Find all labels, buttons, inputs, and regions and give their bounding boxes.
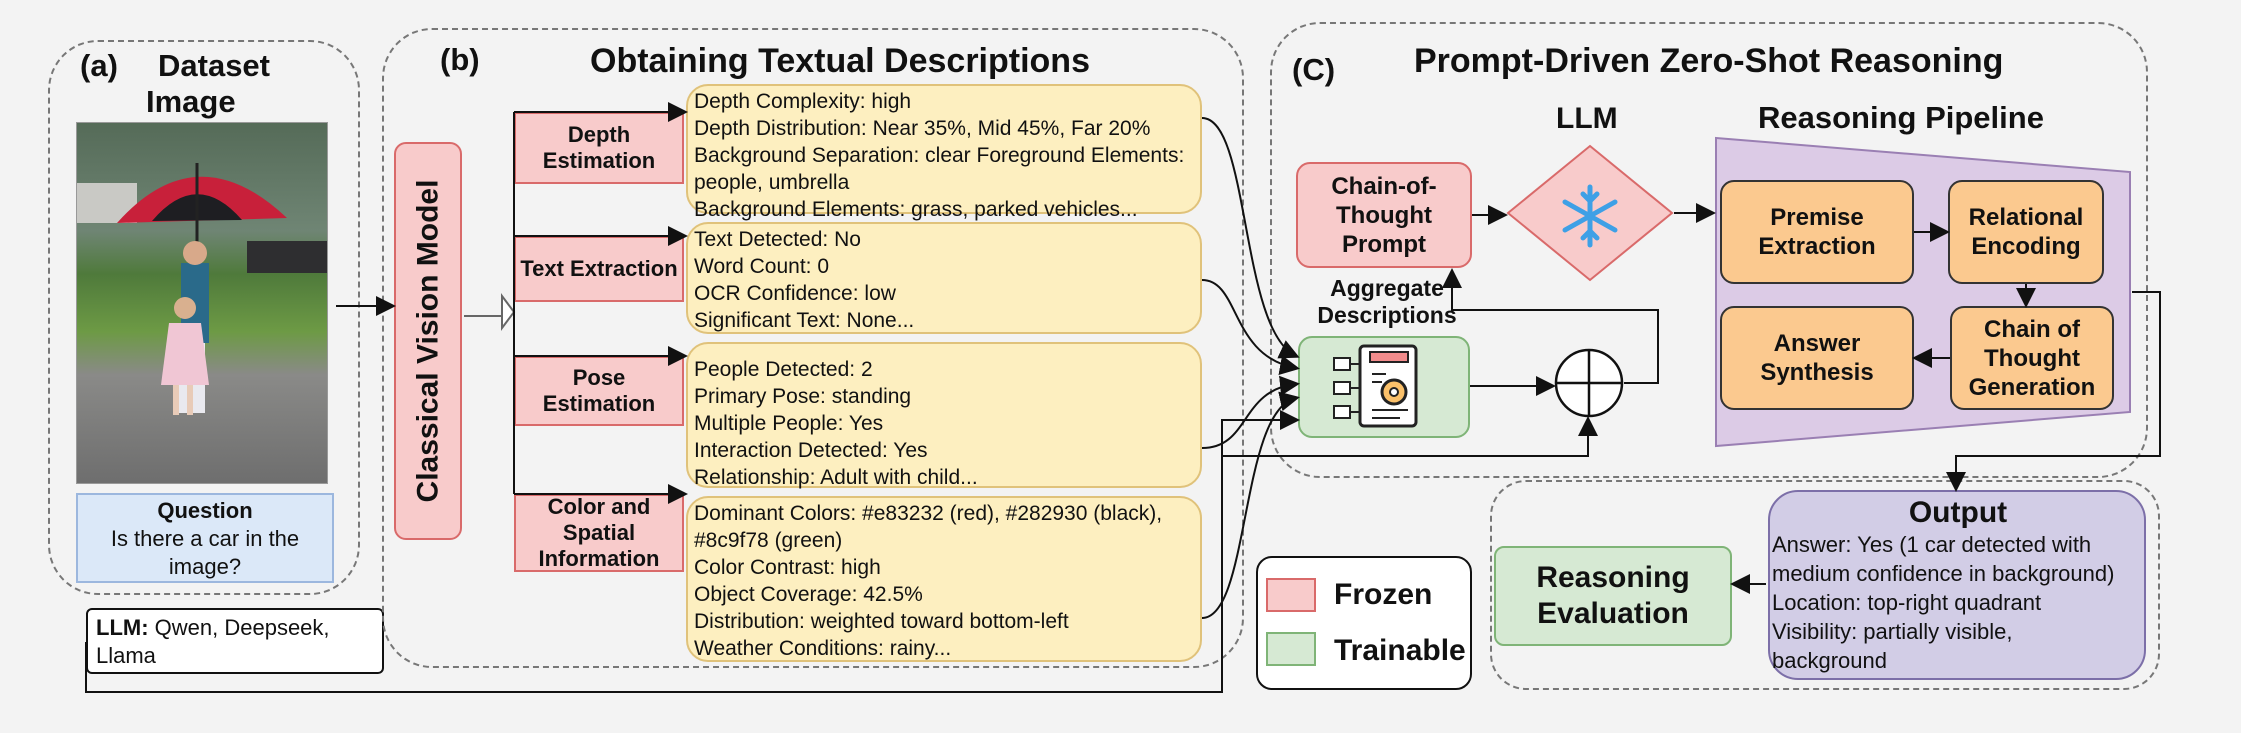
panel-a-title-1: Dataset <box>158 48 270 83</box>
desc-color: Dominant Colors: #e83232 (red), #282930 … <box>686 496 1202 662</box>
question-label: Question <box>157 498 253 523</box>
reasoning-evaluation: Reasoning Evaluation <box>1494 546 1732 646</box>
question-text: Is there a car in the image? <box>110 526 300 579</box>
step-pose-estimation: Pose Estimation <box>514 356 684 426</box>
legend-frozen-label: Frozen <box>1334 578 1433 611</box>
panel-c-tag: (C) <box>1292 52 1336 87</box>
pipeline-title: Reasoning Pipeline <box>1758 100 2044 135</box>
legend-frozen-swatch <box>1266 578 1316 612</box>
legend-trainable-label: Trainable <box>1334 634 1466 667</box>
legend-trainable-swatch <box>1266 632 1316 666</box>
classical-vision-model: Classical Vision Model <box>394 142 462 540</box>
cot-generation: Chain of Thought Generation <box>1950 306 2114 410</box>
question-box: Question Is there a car in the image? <box>76 493 334 583</box>
output-title: Output <box>1908 496 2008 529</box>
llm-title: LLM <box>1556 102 1618 135</box>
panel-b-tag: (b) <box>440 42 480 77</box>
legend <box>1256 556 1472 690</box>
dataset-image <box>76 122 328 484</box>
cot-prompt-box: Chain-of-Thought Prompt <box>1296 162 1472 268</box>
step-depth-estimation: Depth Estimation <box>514 112 684 184</box>
panel-c-title: Prompt-Driven Zero-Shot Reasoning <box>1414 42 2004 80</box>
panel-b-title: Obtaining Textual Descriptions <box>590 42 1090 80</box>
snowflake-icon <box>1557 183 1623 249</box>
answer-synthesis: Answer Synthesis <box>1720 306 1914 410</box>
panel-a-tag: (a) <box>80 48 118 83</box>
step-text-extraction: Text Extraction <box>514 236 684 302</box>
aggregate-icon <box>1330 342 1440 432</box>
panel-a-title-2: Image <box>146 84 236 119</box>
sum-node <box>1554 348 1624 418</box>
aggregate-title: Aggregate Descriptions <box>1317 275 1457 328</box>
llm-label: LLM: <box>96 615 149 640</box>
relational-encoding: Relational Encoding <box>1948 180 2104 284</box>
step-color-spatial: Color and Spatial Information <box>514 494 684 572</box>
premise-extraction: Premise Extraction <box>1720 180 1914 284</box>
llm-box: LLM: Qwen, Deepseek, Llama <box>86 608 384 674</box>
panel-output <box>1490 480 2160 690</box>
